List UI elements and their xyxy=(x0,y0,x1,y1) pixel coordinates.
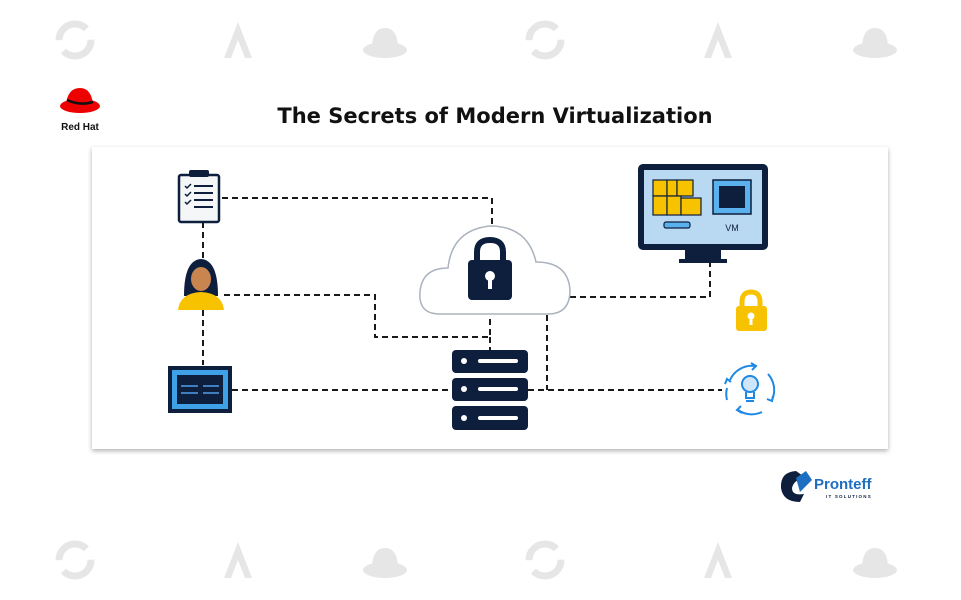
watermark-row-bottom xyxy=(59,542,897,578)
pronteff-logo: Pronteff IT SOLUTIONS xyxy=(780,471,873,502)
security-lock-icon xyxy=(736,289,767,331)
vm-label: VM xyxy=(725,223,739,233)
pronteff-tagline: IT SOLUTIONS xyxy=(826,494,872,499)
connectors xyxy=(202,197,722,391)
watermark-row-top xyxy=(59,22,897,58)
network-panel-icon xyxy=(168,366,232,413)
pronteff-name: Pronteff xyxy=(814,476,873,493)
red-hat-logo-text: Red Hat xyxy=(61,122,99,133)
server-stack-icon xyxy=(452,350,528,430)
red-hat-logo: Red Hat xyxy=(60,88,100,133)
user-icon xyxy=(178,259,224,310)
vm-monitor-icon: VM xyxy=(638,164,768,263)
innovation-cycle-icon xyxy=(724,362,776,416)
page-title: The Secrets of Modern Virtualization xyxy=(277,104,712,128)
checklist-icon xyxy=(177,170,221,224)
cloud-lock-icon xyxy=(419,225,571,315)
